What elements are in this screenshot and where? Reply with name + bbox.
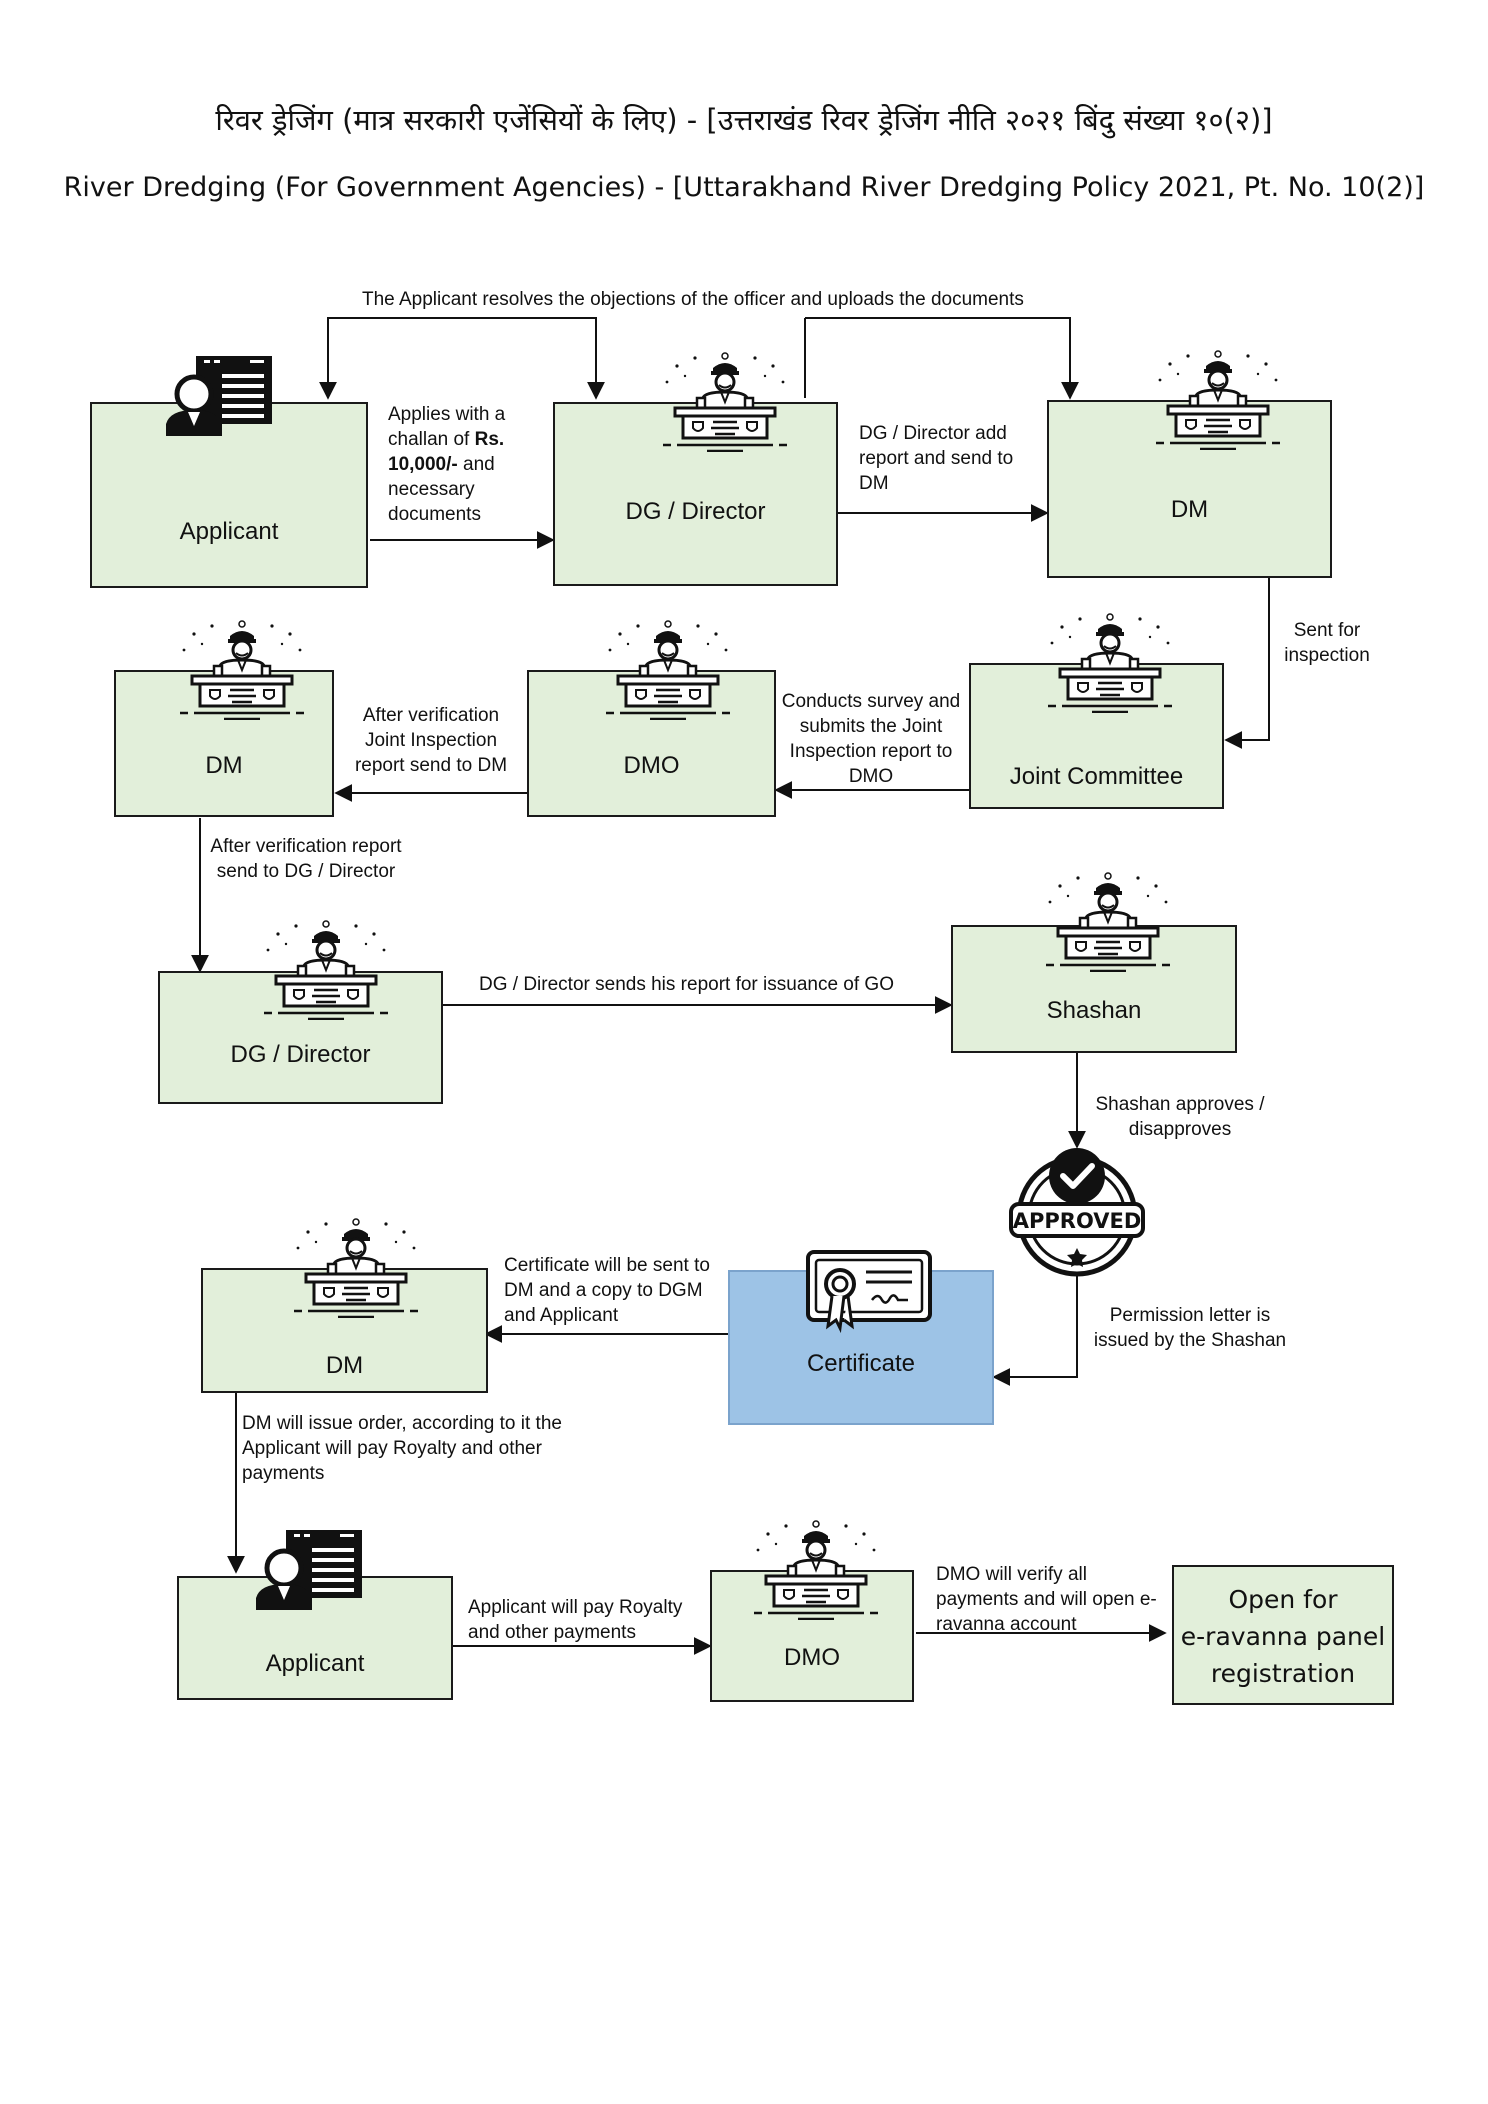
dm-label: DM — [1170, 496, 1209, 523]
applicant-label: Applicant — [265, 1650, 365, 1677]
applicant-label: Applicant — [179, 518, 279, 545]
shashan-box: Shashan — [951, 925, 1237, 1053]
certificate-label: Certificate — [806, 1350, 916, 1377]
edge-label-applies-with-challan: Applies with a challan of Rs. 10,000/- a… — [388, 404, 506, 525]
edge-label-permission-letter: Permission letter is issued by the Shash… — [1093, 1305, 1287, 1351]
officer-at-desk-icon — [172, 620, 312, 725]
dmo-box-2: DMO — [710, 1570, 914, 1702]
dg-director-label: DG / Director — [625, 498, 766, 525]
edge-label-certificate-sent: Certificate will be sent to DM and a cop… — [504, 1255, 710, 1326]
applicant-with-document-icon — [166, 356, 272, 436]
dg-director-label: DG / Director — [230, 1041, 371, 1068]
officer-at-desk-icon — [655, 352, 795, 457]
e-ravanna-line-1: Open for — [1228, 1585, 1338, 1614]
edge-label-dg-sends-go: DG / Director sends his report for issua… — [479, 974, 894, 995]
e-ravanna-box: Open for e-ravanna panel registration — [1172, 1565, 1394, 1705]
edge-label-dg-add-report: DG / Director add report and send to DM — [859, 423, 1014, 494]
officer-at-desk-icon — [286, 1218, 426, 1323]
e-ravanna-line-2: e-ravanna panel — [1180, 1622, 1386, 1651]
edge-label-dmo-verify: DMO will verify all payments and will op… — [936, 1564, 1157, 1635]
edge-label-after-verification-dg: After verification report send to DG / D… — [210, 836, 402, 882]
approved-stamp-icon: APPROVED — [1009, 1148, 1145, 1277]
officer-at-desk-icon — [1040, 613, 1180, 718]
page-title-hindi: रिवर ड्रेजिंग (मात्र सरकारी एजेंसियों के… — [215, 103, 1273, 137]
certificate-icon — [806, 1250, 932, 1334]
edge-label-conducts-survey: Conducts survey and submits the Joint In… — [781, 691, 961, 787]
e-ravanna-label: Open for e-ravanna panel registration — [1174, 1581, 1392, 1692]
officer-at-desk-icon — [598, 620, 738, 725]
officer-at-desk-icon — [1038, 872, 1178, 977]
joint-committee-label: Joint Committee — [1009, 763, 1184, 790]
applicant-with-document-icon — [256, 1530, 362, 1610]
edge-label-after-verification-jir: After verification Joint Inspection repo… — [354, 705, 508, 776]
e-ravanna-line-3: registration — [1210, 1659, 1356, 1688]
page-title-english: River Dredging (For Government Agencies)… — [63, 172, 1425, 203]
approved-stamp-text: APPROVED — [1013, 1209, 1142, 1233]
edge-label-resolve-objections: The Applicant resolves the objections of… — [362, 289, 1024, 310]
edge-label-dm-issue-order: DM will issue order, according to it the… — [242, 1413, 562, 1484]
officer-at-desk-icon — [256, 920, 396, 1025]
officer-at-desk-icon — [1148, 350, 1288, 455]
shashan-label: Shashan — [1046, 997, 1142, 1024]
edge-label-applicant-pay: Applicant will pay Royalty and other pay… — [468, 1597, 683, 1643]
edge-label-sent-for-inspection: Sent for inspection — [1284, 620, 1370, 666]
officer-at-desk-icon — [746, 1520, 886, 1625]
dm-label: DM — [205, 752, 243, 779]
edge-label-shashan-approves: Shashan approves / disapproves — [1095, 1094, 1265, 1140]
dm-label: DM — [325, 1352, 364, 1379]
dmo-label: DMO — [784, 1644, 840, 1671]
dmo-label: DMO — [623, 752, 680, 779]
